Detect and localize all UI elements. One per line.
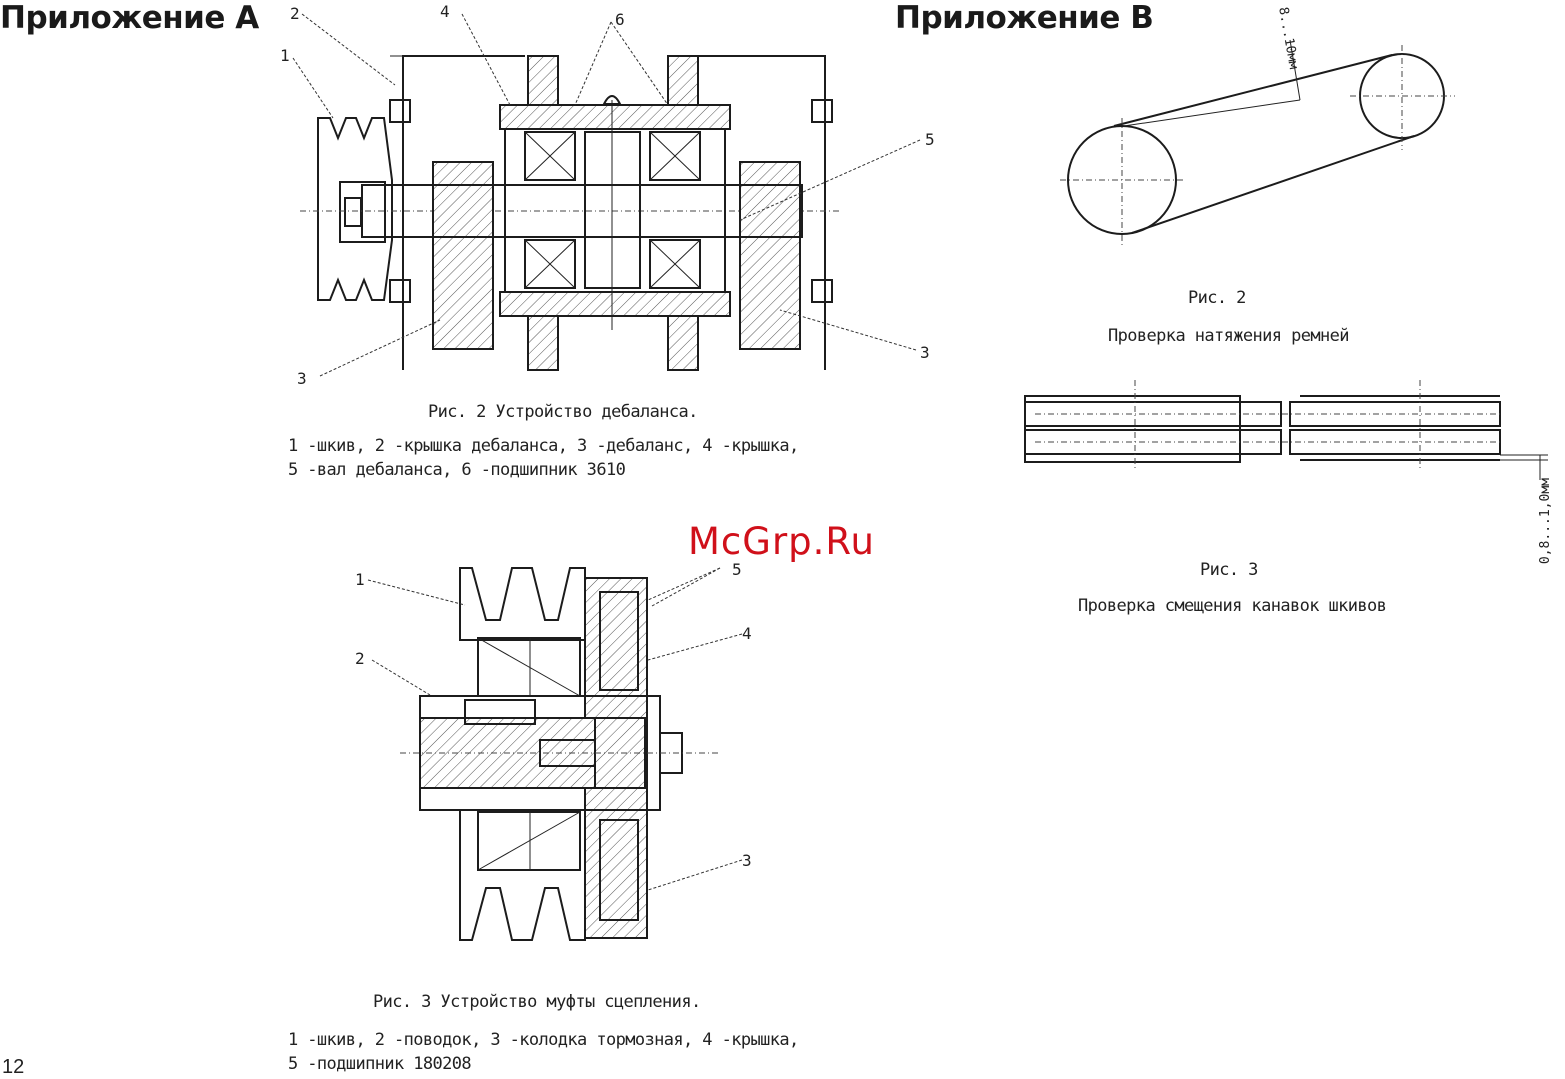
- unbalance-caption-title: Рис. 2 Устройство дебаланса.: [428, 402, 698, 422]
- callout-bearing: 6: [615, 10, 625, 29]
- callout-clutch-brake-shoe: 3: [742, 851, 752, 870]
- callout-lid: 4: [440, 2, 450, 21]
- callout-pulley: 1: [280, 46, 290, 65]
- callout-clutch-cover: 4: [742, 624, 752, 643]
- belt-fig-title: Проверка натяжения ремней: [1108, 326, 1349, 346]
- callout-unbalance-right: 3: [920, 343, 930, 362]
- belt-fig-label: Рис. 2: [1188, 288, 1246, 308]
- groove-fig-title: Проверка смещения канавок шкивов: [1078, 596, 1387, 616]
- page-number: 12: [2, 1056, 25, 1078]
- appendix-b-heading: Приложение В: [895, 0, 1154, 36]
- unbalance-caption-line1: 1 -шкив, 2 -крышка дебаланса, 3 -дебалан…: [288, 436, 799, 456]
- callout-unbalance-left: 3: [297, 369, 307, 388]
- callout-shaft: 5: [925, 130, 935, 149]
- groove-fig-label: Рис. 3: [1200, 560, 1258, 580]
- callout-clutch-bearing: 5: [732, 560, 742, 579]
- groove-offset-dimension: 0,8...1,0мм: [1538, 478, 1553, 565]
- clutch-caption-line1: 1 -шкив, 2 -поводок, 3 -колодка тормозна…: [288, 1030, 799, 1050]
- watermark: McGrp.Ru: [688, 520, 875, 563]
- callout-cover: 2: [290, 4, 300, 23]
- clutch-caption-line2: 5 -подшипник 180208: [288, 1054, 472, 1074]
- callout-clutch-pulley: 1: [355, 570, 365, 589]
- unbalance-caption-line2: 5 -вал дебаланса, 6 -подшипник 3610: [288, 460, 626, 480]
- appendix-a-heading: Приложение А: [0, 0, 259, 36]
- callout-clutch-driver: 2: [355, 649, 365, 668]
- clutch-caption-title: Рис. 3 Устройство муфты сцепления.: [373, 992, 701, 1012]
